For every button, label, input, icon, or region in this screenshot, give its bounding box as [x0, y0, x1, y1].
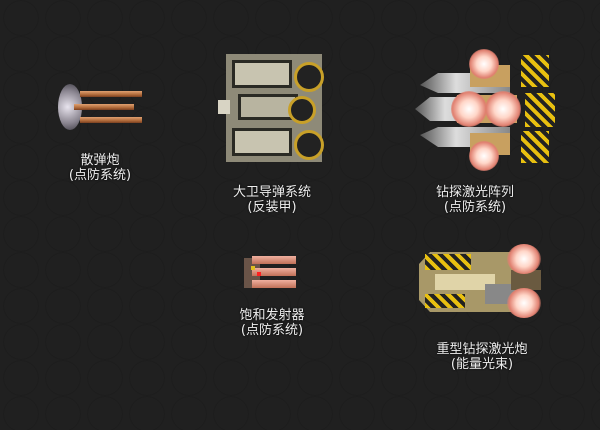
- weapon-name: 大卫导弹系统: [232, 185, 312, 200]
- weapon-category: (点防系统): [240, 323, 304, 338]
- weapon-category: (点防系统): [68, 168, 132, 183]
- weapon-category: (反装甲): [247, 200, 297, 215]
- weapon-david-missile[interactable]: [218, 48, 328, 168]
- weapon-saturation-launcher[interactable]: [244, 252, 298, 294]
- weapon-label-drill-laser-array: 钻探激光阵列 (点防系统): [436, 185, 514, 215]
- weapon-category: (能量光束): [450, 357, 514, 372]
- weapon-name: 钻探激光阵列: [435, 185, 515, 200]
- weapon-name: 饱和发射器: [239, 308, 305, 323]
- weapon-label-shotgun: 散弹炮 (点防系统): [69, 153, 131, 183]
- weapon-name: 重型钻探激光炮: [436, 342, 528, 357]
- weapon-label-heavy-drill-laser: 重型钻探激光炮 (能量光束): [436, 342, 527, 372]
- weapon-name: 散弹炮: [80, 153, 120, 168]
- weapon-label-david-missile: 大卫导弹系统 (反装甲): [233, 185, 311, 215]
- weapon-heavy-drill-laser[interactable]: [415, 244, 550, 320]
- weapon-drill-laser-array[interactable]: [415, 45, 560, 175]
- weapon-label-saturation-launcher: 饱和发射器 (点防系统): [239, 308, 304, 338]
- weapon-shotgun[interactable]: [58, 82, 146, 134]
- weapon-category: (点防系统): [443, 200, 507, 215]
